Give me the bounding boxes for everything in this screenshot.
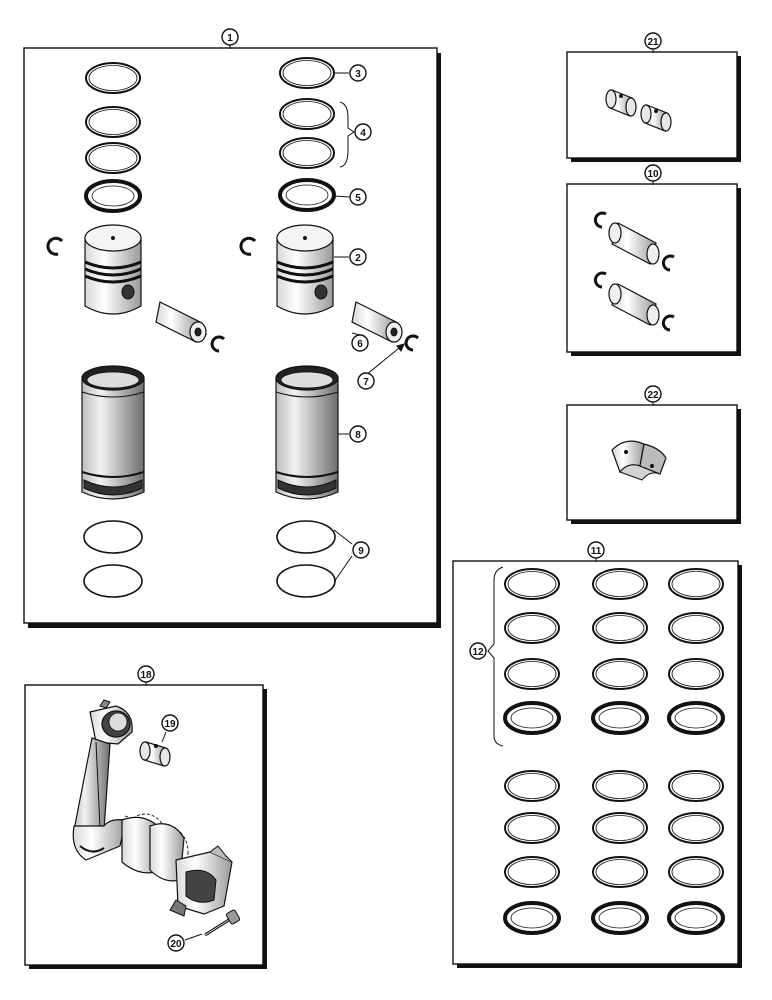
callout-18: 18 — [137, 665, 155, 686]
callout-20: 20 — [167, 933, 203, 952]
ring-row-6 — [504, 812, 724, 844]
panel-piston-pin-bushing-set — [566, 51, 741, 162]
callout-10: 10 — [644, 164, 662, 185]
svg-text:2: 2 — [355, 253, 361, 264]
snap-rings-panel-1 — [46, 236, 420, 353]
ring-group-bracket: 12 — [469, 566, 504, 747]
ring-row-8 — [503, 901, 725, 935]
svg-text:19: 19 — [164, 719, 176, 730]
panel-piston-ring-set — [452, 560, 742, 968]
callout-5: 5 — [349, 188, 367, 206]
ring-row-3 — [504, 658, 724, 690]
callout-8: 8 — [349, 425, 367, 443]
snap-rings-panel-10 — [593, 211, 675, 332]
pin-bushings — [605, 89, 672, 132]
rod-bushing — [139, 741, 171, 767]
left-ring-stack — [84, 62, 142, 213]
panel-piston-pin-set — [566, 183, 741, 356]
callout-19: 19 — [161, 714, 179, 743]
ring-row-2 — [504, 612, 724, 644]
svg-text:6: 6 — [357, 339, 363, 350]
svg-text:3: 3 — [355, 69, 361, 80]
svg-text:11: 11 — [591, 546, 602, 557]
callout-1: 1 — [221, 28, 239, 49]
svg-text:18: 18 — [140, 670, 152, 681]
ring-row-4 — [503, 701, 725, 735]
callout-3: 3 — [349, 64, 367, 82]
connecting-rod — [72, 699, 133, 861]
svg-text:7: 7 — [363, 377, 369, 388]
svg-text:5: 5 — [355, 193, 361, 204]
svg-text:22: 22 — [647, 390, 659, 401]
rod-bolt — [204, 909, 241, 937]
right-cylinder-sleeve — [275, 365, 339, 500]
callout-22: 22 — [644, 385, 662, 406]
svg-text:4: 4 — [360, 128, 366, 139]
right-piston — [276, 224, 334, 315]
callout-21: 21 — [644, 32, 662, 53]
callout-4: 4 — [354, 123, 372, 141]
callout-7: 7 — [357, 372, 375, 390]
ring-row-5 — [504, 770, 724, 802]
svg-text:10: 10 — [647, 169, 659, 180]
left-piston-pin — [155, 301, 208, 343]
callout-11: 11 — [587, 541, 605, 562]
right-piston-pin — [351, 301, 403, 343]
callout-6: 6 — [351, 334, 369, 352]
svg-text:8: 8 — [355, 430, 361, 441]
piston-ring-grid — [503, 568, 725, 935]
rod-bearing-shells — [611, 440, 667, 481]
callout-2: 2 — [349, 248, 367, 266]
ring-row-1 — [504, 568, 724, 600]
left-piston — [84, 224, 142, 315]
panel-piston-sleeve-kit — [23, 47, 441, 628]
rod-cap — [169, 845, 233, 917]
leader-lines-panel-1 — [333, 72, 405, 583]
svg-text:21: 21 — [647, 37, 659, 48]
ring-row-7 — [504, 856, 724, 888]
svg-text:12: 12 — [472, 647, 484, 658]
piston-pins-set — [608, 222, 660, 326]
left-cylinder-sleeve — [81, 365, 145, 500]
svg-text:20: 20 — [170, 939, 182, 950]
svg-text:9: 9 — [358, 546, 364, 557]
svg-text:1: 1 — [227, 33, 233, 44]
rod-bearing-shells-lower — [121, 816, 185, 882]
callout-9: 9 — [352, 541, 370, 559]
